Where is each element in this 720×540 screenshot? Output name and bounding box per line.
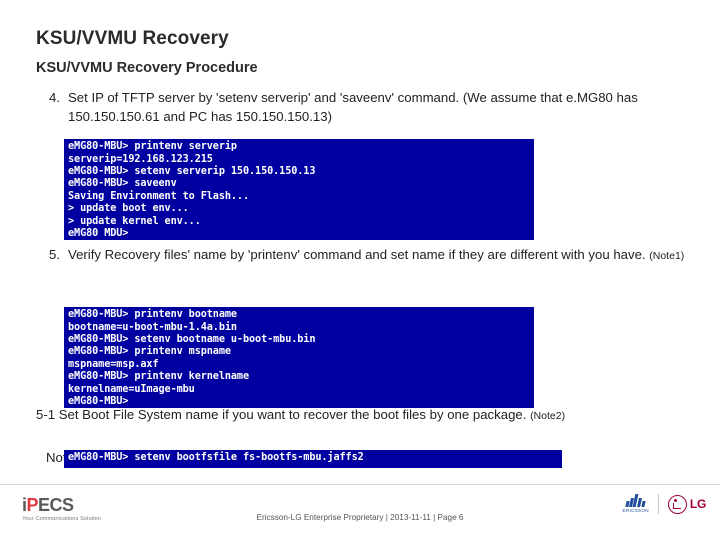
lg-wordmark: LG — [689, 497, 706, 511]
step-4-number: 4. — [49, 90, 60, 105]
step-5-note-ref: (Note1) — [649, 250, 685, 262]
step-5-main: Verify Recovery files' name by 'printenv… — [68, 247, 650, 262]
brand-divider — [657, 494, 659, 514]
console-printenv-serverip: eMG80-MBU> printenv serverip serverip=19… — [64, 139, 534, 241]
step-5-1-note-ref: (Note2) — [530, 410, 566, 422]
lg-logo: LG — [667, 494, 706, 514]
ericsson-bars-icon — [625, 494, 646, 508]
step-5-number: 5. — [49, 247, 60, 262]
step-5: 5. Verify Recovery files' name by 'print… — [36, 245, 696, 264]
brand-logos: ERICSSON LG — [623, 494, 706, 514]
ipecs-logo: iPECS Your Communications Solution — [22, 496, 122, 522]
footer-divider — [0, 484, 720, 485]
page-title: KSU/VVMU Recovery — [36, 28, 229, 49]
lg-face-icon — [667, 494, 687, 514]
ericsson-logo: ERICSSON — [623, 494, 649, 514]
step-4-text: Set IP of TFTP server by 'setenv serveri… — [68, 90, 638, 125]
step-4: 4. Set IP of TFTP server by 'setenv serv… — [36, 88, 696, 126]
step-5-1-text: 5-1 Set Boot File System name if you wan… — [36, 407, 531, 422]
step-5-1: 5-1 Set Boot File System name if you wan… — [36, 407, 696, 422]
footer-text: Ericsson-LG Enterprise Proprietary | 201… — [256, 513, 464, 522]
console-setenv-bootfsfile: eMG80-MBU> setenv bootfsfile fs-bootfs-m… — [64, 450, 562, 469]
page-subtitle: KSU/VVMU Recovery Procedure — [36, 60, 258, 76]
ipecs-wordmark: iPECS — [22, 495, 74, 515]
step-5-row: 5. Verify Recovery files' name by 'print… — [36, 245, 696, 264]
ipecs-red-p: P — [26, 495, 39, 515]
step-5-text: Verify Recovery files' name by 'printenv… — [68, 245, 696, 264]
ipecs-tagline: Your Communications Solution — [22, 516, 102, 522]
ericsson-wordmark: ERICSSON — [622, 508, 649, 514]
console-printenv-bootname: eMG80-MBU> printenv bootname bootname=u-… — [64, 307, 534, 409]
step-4-row: 4. Set IP of TFTP server by 'setenv serv… — [36, 88, 696, 126]
